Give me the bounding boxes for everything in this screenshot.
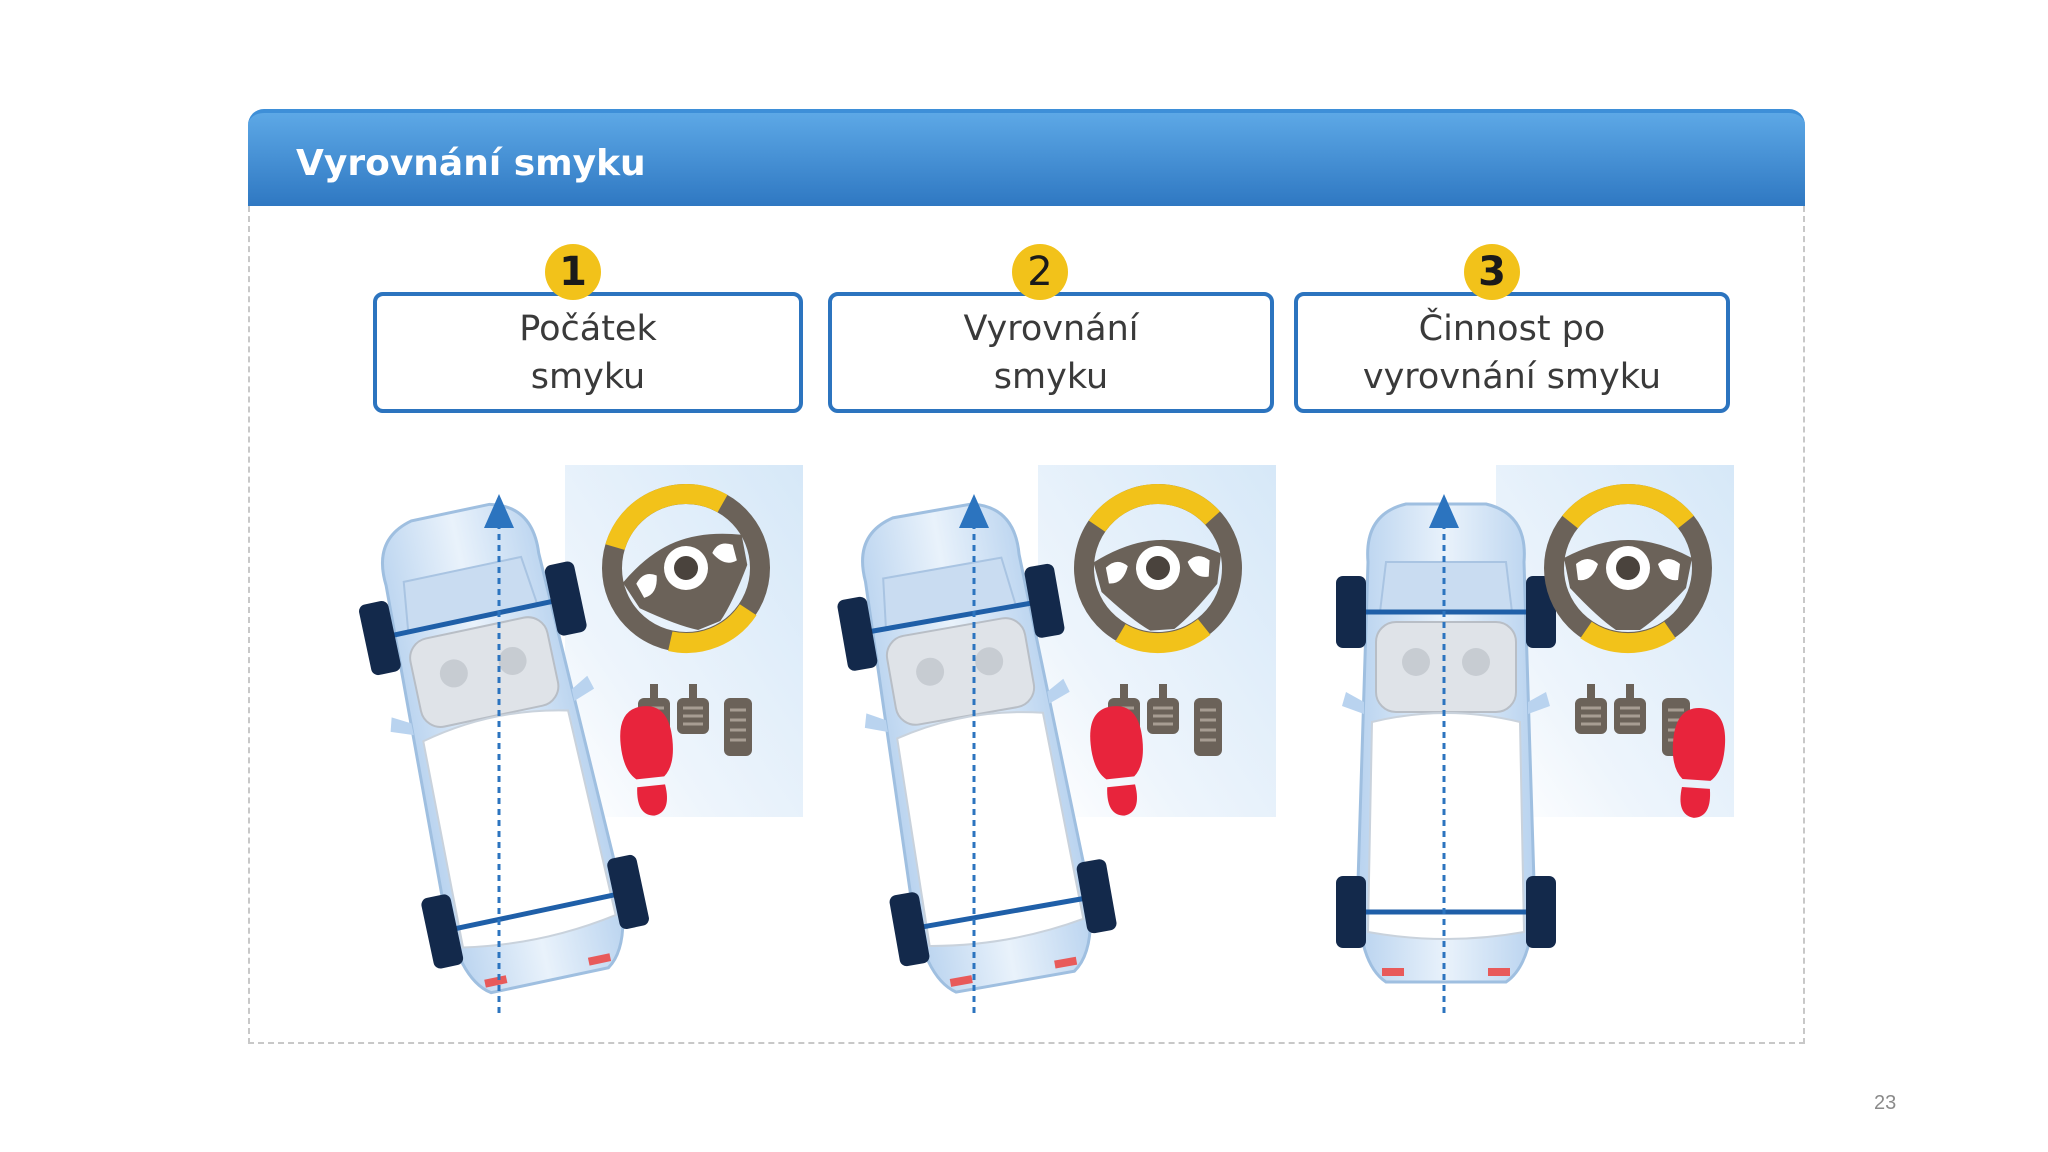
step-box-3: Činnost po vyrovnání smyku	[1294, 292, 1730, 413]
step-badge-1: 1	[545, 244, 601, 300]
step-1-label-line1: Počátek	[519, 308, 657, 349]
step-1-label-line2: smyku	[530, 356, 646, 397]
diagram-body	[248, 206, 1805, 1044]
step-box-1: Počátek smyku	[373, 292, 803, 413]
car-top-view-icon	[1336, 504, 1556, 982]
header-bar: Vyrovnání smyku	[248, 109, 1805, 206]
step-2-label-line1: Vyrovnání	[963, 308, 1139, 349]
direction-arrow-icon	[959, 494, 989, 528]
page-title: Vyrovnání smyku	[296, 143, 646, 184]
direction-arrow-icon	[1429, 494, 1459, 528]
direction-arrow-icon	[484, 494, 514, 528]
step-box-2: Vyrovnání smyku	[828, 292, 1274, 413]
step-2-label-line2: smyku	[993, 356, 1109, 397]
diagram-frame: Vyrovnání smyku	[248, 109, 1805, 1044]
scene-1	[343, 465, 803, 1018]
page-number: 23	[1874, 1092, 1897, 1114]
scene-2	[824, 465, 1276, 1018]
step-3-label-line2: vyrovnání smyku	[1362, 356, 1662, 397]
step-badge-3: 3	[1464, 244, 1520, 300]
scene-3	[1336, 465, 1734, 1018]
step-3-label-line1: Činnost po	[1418, 308, 1606, 349]
step-badge-2: 2	[1012, 244, 1068, 300]
